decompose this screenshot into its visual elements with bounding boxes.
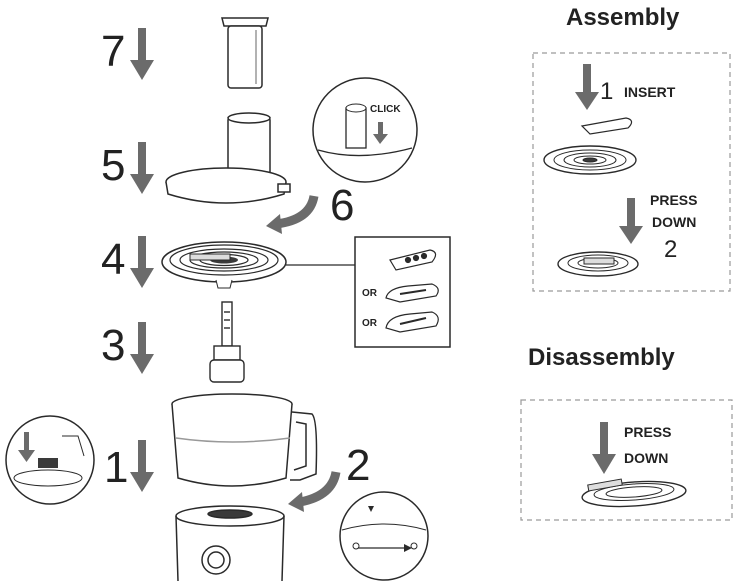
assembly-press-label-line1: PRESS bbox=[650, 192, 698, 208]
blade-option-1 bbox=[389, 249, 437, 271]
assembly-panel-border bbox=[532, 52, 731, 292]
drive-shaft-illustration bbox=[209, 301, 245, 383]
click-label: CLICK bbox=[370, 104, 401, 115]
rotate-bowl-arrowhead-icon bbox=[288, 492, 304, 512]
assembly-blade-illustration bbox=[580, 117, 633, 135]
step-1-number: 1 bbox=[104, 443, 129, 492]
processing-bowl-illustration bbox=[171, 393, 318, 487]
disassembly-press-label-line2: DOWN bbox=[624, 450, 669, 466]
step-6-number: 6 bbox=[330, 181, 355, 230]
assembly-step-2-number: 2 bbox=[664, 236, 678, 263]
click-detail-circle bbox=[312, 77, 418, 183]
step-7-number: 7 bbox=[101, 27, 126, 76]
motor-base-illustration bbox=[175, 505, 285, 581]
assembly-insert-arrow-icon bbox=[575, 64, 599, 110]
assembly-disc-illustration bbox=[543, 145, 637, 175]
assembly-pressed-disc-illustration bbox=[557, 251, 639, 277]
step-3-down-arrow-icon bbox=[130, 322, 154, 374]
lid-with-feed-tube-illustration bbox=[165, 112, 291, 204]
step-2-number: 2 bbox=[346, 441, 371, 490]
step-1-down-arrow-icon bbox=[130, 440, 154, 492]
food-pusher-illustration bbox=[221, 17, 269, 89]
base-detail-circle bbox=[5, 415, 95, 505]
step-4-number: 4 bbox=[101, 235, 126, 284]
rotate-lid-arrow-icon bbox=[275, 194, 319, 229]
blade-option-3 bbox=[385, 311, 439, 333]
assembly-press-arrow-icon bbox=[619, 198, 643, 244]
step-4-down-arrow-icon bbox=[130, 236, 154, 288]
lock-indicator-detail-circle bbox=[339, 491, 429, 581]
assembly-title: Assembly bbox=[566, 4, 680, 31]
assembly-press-label-line2: DOWN bbox=[652, 214, 697, 230]
rotate-lid-arrowhead-icon bbox=[266, 214, 282, 234]
blade-option-2 bbox=[385, 283, 439, 303]
disassembly-title: Disassembly bbox=[528, 344, 675, 371]
blade-option-or-2: OR bbox=[362, 318, 377, 329]
step-5-down-arrow-icon bbox=[130, 142, 154, 194]
slicing-disc-illustration bbox=[161, 241, 287, 289]
assembly-insert-label: INSERT bbox=[624, 84, 676, 100]
disassembly-press-arrow-icon bbox=[592, 422, 616, 474]
assembly-step-1-number: 1 bbox=[600, 78, 614, 105]
blade-option-or-1: OR bbox=[362, 288, 377, 299]
disassembly-press-label-line1: PRESS bbox=[624, 424, 672, 440]
disassembly-panel-border bbox=[520, 399, 733, 521]
disassembly-disc-illustration bbox=[581, 478, 687, 508]
step-5-number: 5 bbox=[101, 141, 126, 190]
step-7-down-arrow-icon bbox=[130, 28, 154, 80]
rotate-bowl-arrow-icon bbox=[299, 470, 341, 507]
step-3-number: 3 bbox=[101, 321, 126, 370]
blade-options-box bbox=[354, 236, 451, 348]
